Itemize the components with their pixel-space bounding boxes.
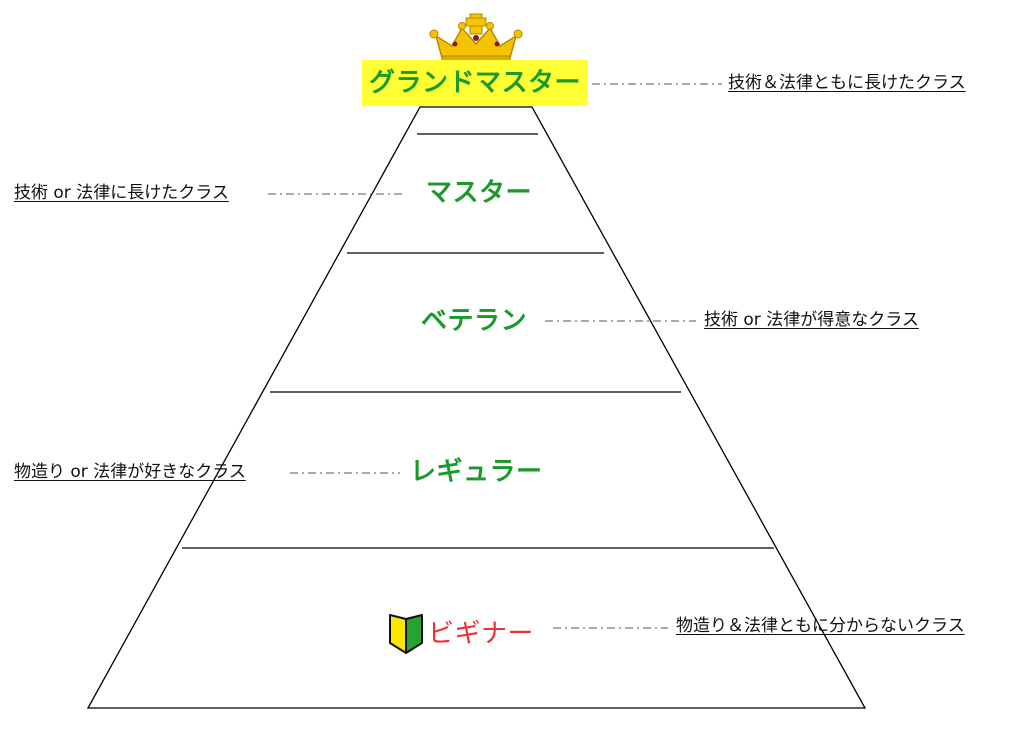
- level-label-master: マスター: [426, 178, 533, 208]
- beginner-mark-icon: [389, 614, 423, 654]
- crown-icon: [429, 13, 523, 63]
- level-label-veteran: ベテラン: [421, 306, 528, 336]
- level-description-beginner: 物造り＆法律ともに分からないクラス: [676, 616, 965, 636]
- level-label-beginner: ビギナー: [428, 619, 535, 649]
- level-description-master: 技術 or 法律に長けたクラス: [14, 183, 229, 203]
- pyramid-outline: [86, 106, 867, 709]
- level-description-grandmaster: 技術＆法律ともに長けたクラス: [728, 73, 966, 93]
- level-description-regular: 物造り or 法律が好きなクラス: [14, 462, 246, 482]
- grandmaster-highlight: グランドマスター: [362, 60, 588, 106]
- level-label-grandmaster: グランドマスター: [368, 68, 581, 98]
- level-description-veteran: 技術 or 法律が得意なクラス: [704, 310, 919, 330]
- beginner-row: ビギナー: [386, 613, 534, 655]
- level-label-regular: レギュラー: [410, 457, 543, 487]
